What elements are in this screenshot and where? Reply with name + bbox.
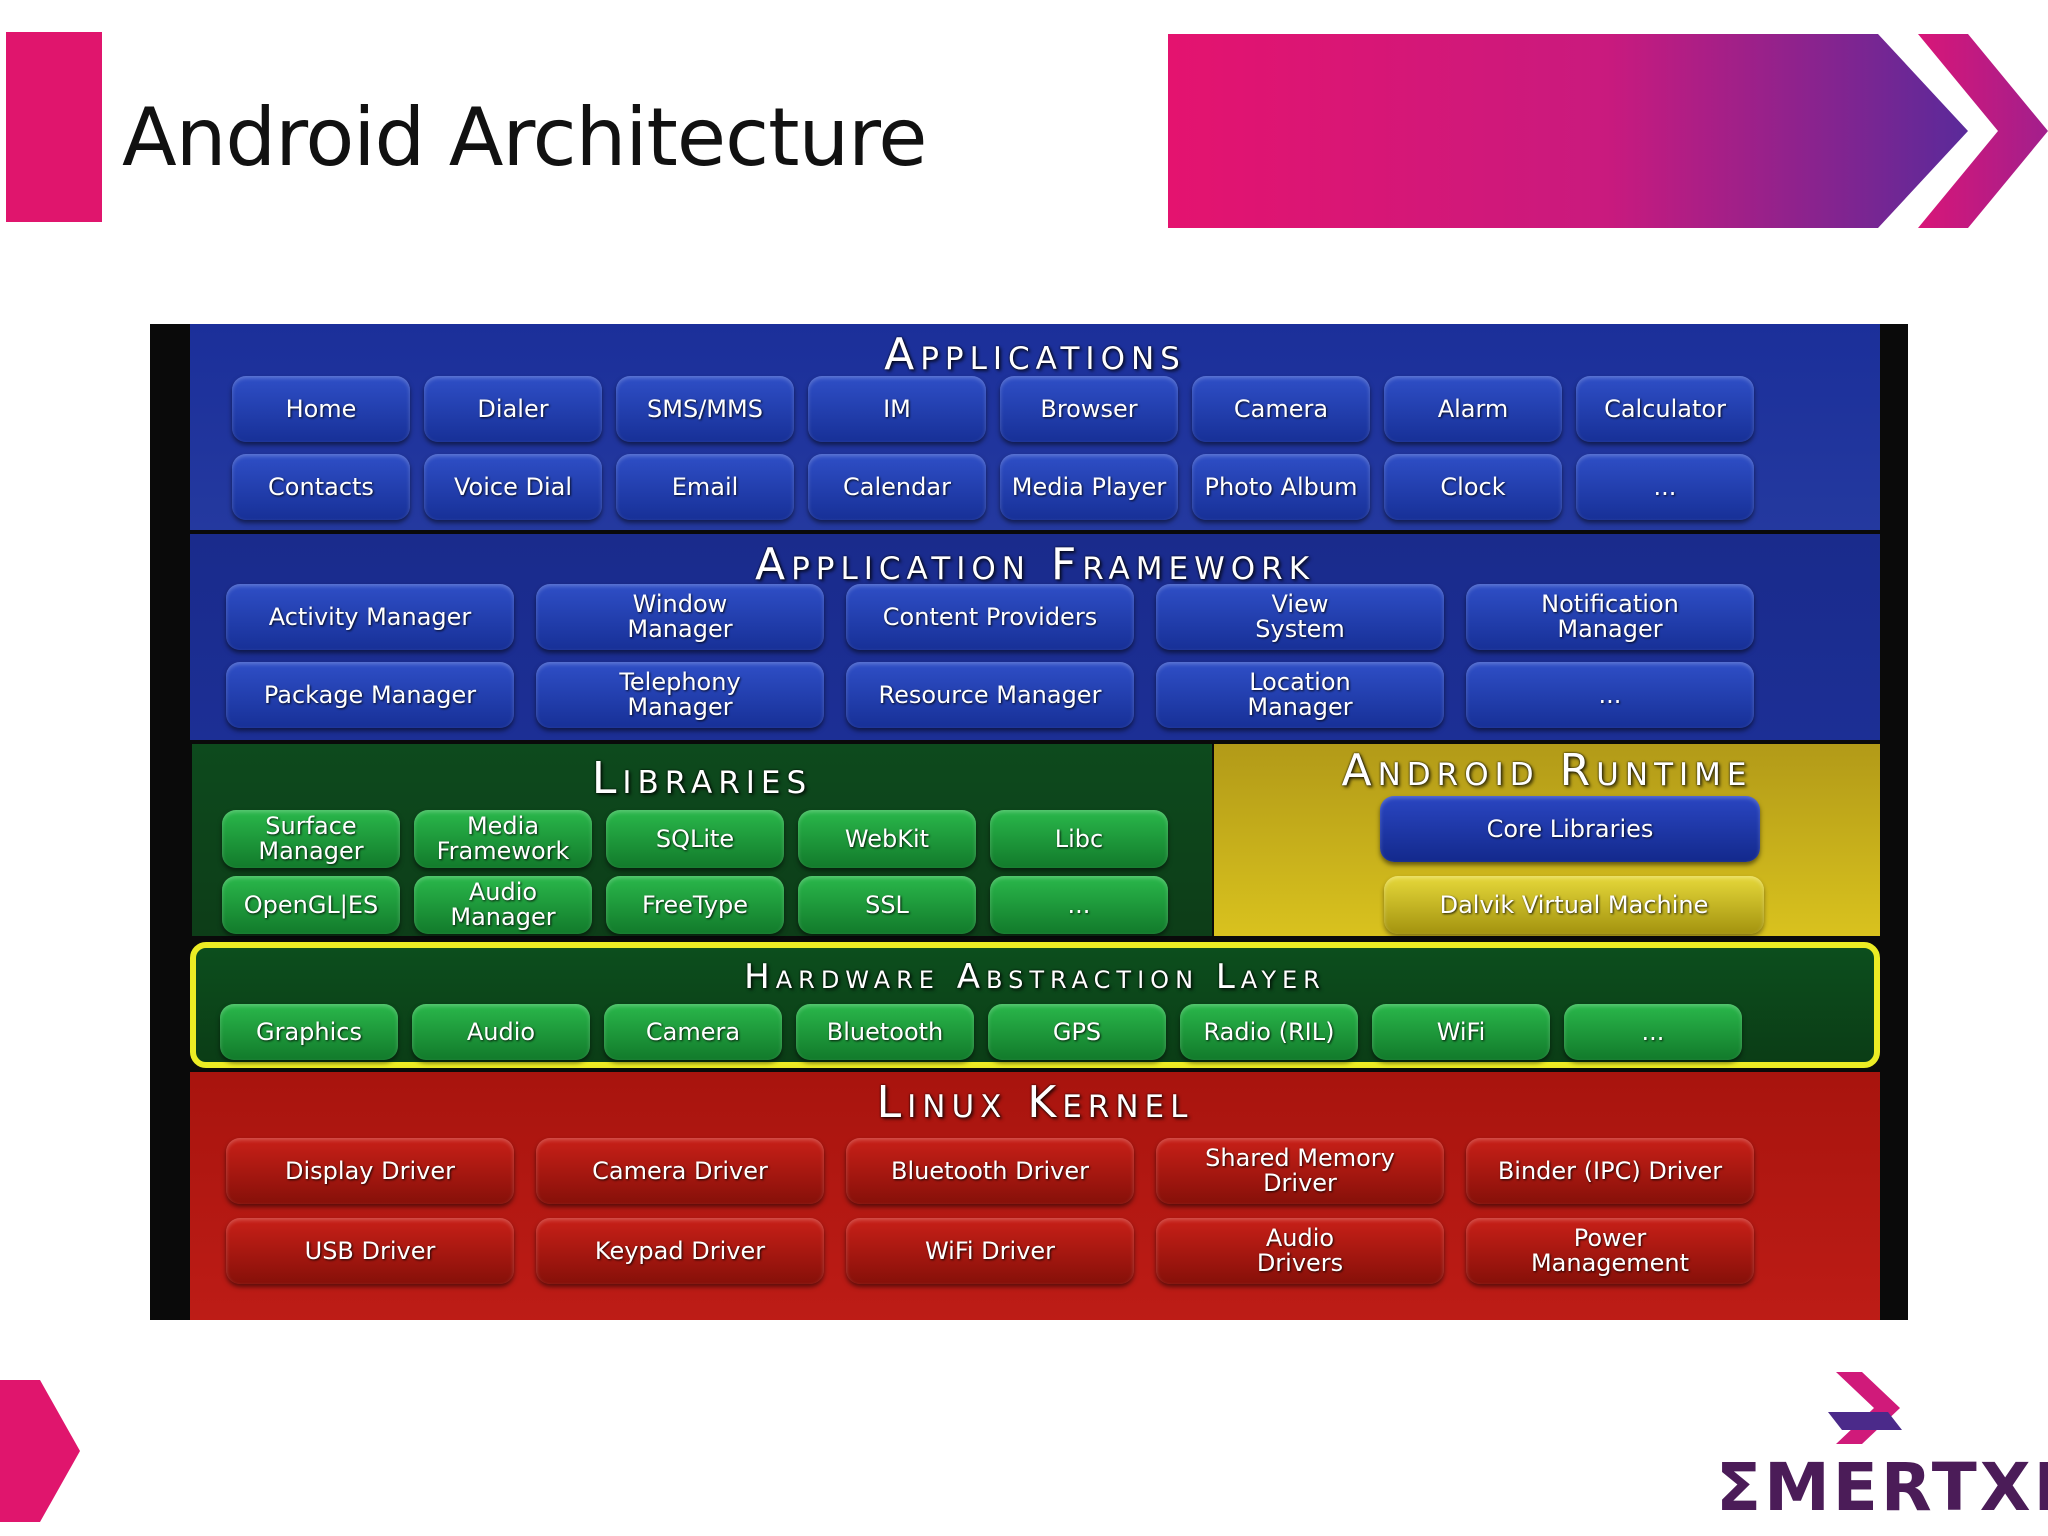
application-box: Clock (1384, 454, 1562, 520)
library-box: Surface Manager (222, 810, 400, 868)
framework-box: Content Providers (846, 584, 1134, 650)
runtime-title: Android Runtime (1341, 745, 1753, 796)
company-logo: ƩMERTXE (1716, 1449, 2048, 1526)
slide-title: Android Architecture (122, 91, 927, 184)
logo-chevron-icon (1828, 1372, 1914, 1458)
library-box: Libc (990, 810, 1168, 868)
driver-box: Bluetooth Driver (846, 1138, 1134, 1204)
driver-box: Binder (IPC) Driver (1466, 1138, 1754, 1204)
applications-title: Applications (884, 329, 1186, 380)
library-box: Media Framework (414, 810, 592, 868)
application-box: Alarm (1384, 376, 1562, 442)
framework-box: View System (1156, 584, 1444, 650)
library-box: OpenGL|ES (222, 876, 400, 934)
application-box: Contacts (232, 454, 410, 520)
libraries-title: Libraries (591, 753, 813, 804)
framework-box: Package Manager (226, 662, 514, 728)
application-box: Media Player (1000, 454, 1178, 520)
application-box: Calculator (1576, 376, 1754, 442)
title-accent-bar (6, 32, 102, 222)
application-box: Photo Album (1192, 454, 1370, 520)
driver-box: Display Driver (226, 1138, 514, 1204)
hal-box: Graphics (220, 1004, 398, 1060)
application-box: Email (616, 454, 794, 520)
driver-box: Power Management (1466, 1218, 1754, 1284)
hal-box: GPS (988, 1004, 1166, 1060)
driver-box: Audio Drivers (1156, 1218, 1444, 1284)
application-box: Voice Dial (424, 454, 602, 520)
library-box: SSL (798, 876, 976, 934)
footer-arrow-icon (0, 1380, 80, 1522)
framework-box: Activity Manager (226, 584, 514, 650)
banner-arrow-icon (1168, 34, 2048, 228)
application-box: Home (232, 376, 410, 442)
driver-box: Keypad Driver (536, 1218, 824, 1284)
framework-box: Location Manager (1156, 662, 1444, 728)
driver-box: WiFi Driver (846, 1218, 1134, 1284)
application-box: Dialer (424, 376, 602, 442)
hal-box: Bluetooth (796, 1004, 974, 1060)
library-box: SQLite (606, 810, 784, 868)
library-box: Audio Manager (414, 876, 592, 934)
framework-box: Window Manager (536, 584, 824, 650)
library-box: FreeType (606, 876, 784, 934)
application-box: ... (1576, 454, 1754, 520)
dalvik-vm-box: Dalvik Virtual Machine (1384, 876, 1764, 934)
framework-box: Telephony Manager (536, 662, 824, 728)
library-box: WebKit (798, 810, 976, 868)
driver-box: Camera Driver (536, 1138, 824, 1204)
hal-box: Audio (412, 1004, 590, 1060)
hal-box: WiFi (1372, 1004, 1550, 1060)
framework-title: Application Framework (754, 539, 1316, 590)
framework-layer: Application Framework Activity Manager Wi… (190, 534, 1880, 740)
hal-box: ... (1564, 1004, 1742, 1060)
header-banner (1168, 34, 2048, 228)
hal-box: Camera (604, 1004, 782, 1060)
framework-box: Resource Manager (846, 662, 1134, 728)
hal-box: Radio (RIL) (1180, 1004, 1358, 1060)
driver-box: USB Driver (226, 1218, 514, 1284)
framework-box: ... (1466, 662, 1754, 728)
kernel-title: Linux Kernel (876, 1077, 1194, 1128)
kernel-layer: Linux Kernel Display Driver Camera Driver… (190, 1072, 1880, 1320)
application-box: SMS/MMS (616, 376, 794, 442)
framework-box: Notification Manager (1466, 584, 1754, 650)
driver-box: Shared Memory Driver (1156, 1138, 1444, 1204)
application-box: Calendar (808, 454, 986, 520)
application-box: Camera (1192, 376, 1370, 442)
runtime-layer: Android Runtime Core Libraries Dalvik Vi… (1214, 744, 1880, 936)
application-box: IM (808, 376, 986, 442)
core-libraries-box: Core Libraries (1380, 796, 1760, 862)
hal-title: Hardware Abstraction Layer (744, 957, 1326, 997)
application-box: Browser (1000, 376, 1178, 442)
library-box: ... (990, 876, 1168, 934)
